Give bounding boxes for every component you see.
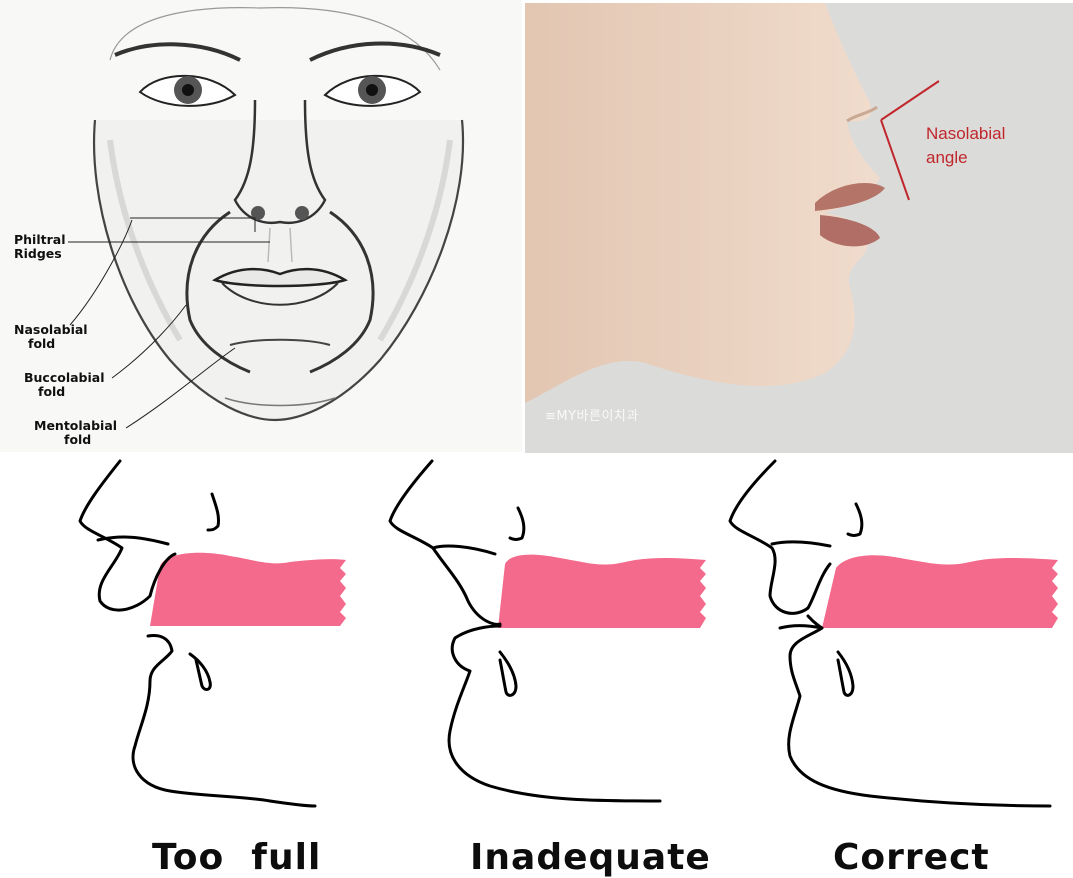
nasolabial-fold-label: Nasolabial fold [14,323,88,351]
buccolabial-fold-label-line2: fold [24,385,105,399]
caption-correct: Correct [833,838,990,878]
nasolabial-fold-label-line2: fold [14,337,88,351]
face-sketch-panel: Philtral Ridges Nasolabial fold Buccolab… [0,0,522,452]
buccolabial-fold-label-line1: Buccolabial [24,371,105,385]
caption-too-full: Too full [152,838,321,878]
profile-outlines [0,456,1073,876]
mentolabial-fold-label-line2: fold [34,433,117,447]
nasolabial-angle-line1: Nasolabial [926,122,1005,146]
philtral-ridges-label: Philtral Ridges [14,233,66,261]
mentolabial-fold-label-line1: Mentolabial [34,419,117,433]
profile-photo-panel: Nasolabial angle ≡MY바른이치과 [525,3,1073,453]
caption-inadequate: Inadequate [470,838,711,878]
profile-outline-icon-correct [730,461,1058,806]
nasolabial-angle-line2: angle [926,146,1005,170]
mentolabial-fold-label: Mentolabial fold [34,419,117,447]
profile-photo-icon [525,3,1073,453]
philtral-ridges-label-line1: Philtral [14,233,66,247]
profile-outline-icon-inadequate [390,461,706,801]
clinic-watermark: ≡MY바른이치과 [545,405,639,424]
nasolabial-angle-annotation: Nasolabial angle [926,122,1005,170]
lip-profiles-panel [0,456,1073,876]
nasolabial-fold-label-line1: Nasolabial [14,323,88,337]
profile-outline-icon-too-full [80,461,346,806]
philtral-ridges-label-line2: Ridges [14,247,66,261]
buccolabial-fold-label: Buccolabial fold [24,371,105,399]
